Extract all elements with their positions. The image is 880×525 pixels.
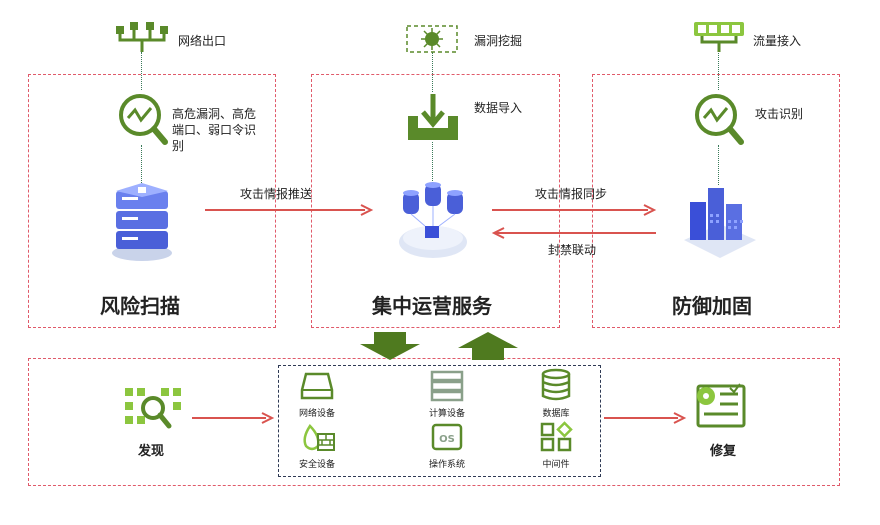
traffic-access-icon: [694, 22, 744, 52]
discover-icon: [125, 388, 181, 429]
vuln-mining-label: 漏洞挖掘: [474, 34, 523, 48]
assets-region: [278, 365, 601, 477]
os-icon: OS: [431, 423, 463, 451]
central-ops-region: [311, 74, 560, 328]
vuln-mining-icon: [406, 25, 458, 53]
asset-label-5: 中间件: [542, 460, 570, 470]
block-link-label: 封禁联动: [548, 243, 597, 257]
security-device-icon: [303, 424, 335, 451]
connector: [432, 142, 433, 185]
repair-arrow: [604, 412, 687, 424]
risk-scan-region: [28, 74, 276, 328]
attack-magnifier-icon: [695, 94, 744, 145]
asset-label-1: 计算设备: [428, 409, 465, 419]
repair-icon: [696, 383, 746, 428]
central-ops-title: 集中运营服务: [372, 294, 492, 318]
asset-label-0: 网络设备: [298, 409, 335, 419]
connector: [141, 52, 142, 90]
connector: [141, 145, 142, 185]
risk-identify-label: 高危漏洞、高危端口、弱口令识别: [172, 107, 257, 153]
middleware-icon: [540, 421, 573, 452]
data-import-label: 数据导入: [474, 101, 523, 115]
connector: [718, 145, 719, 185]
network-exit-icon: [116, 22, 168, 52]
server-stack-icon: [112, 183, 172, 261]
database-icon: [541, 368, 571, 401]
block-link-arrow: [491, 227, 656, 239]
svg-text:OS: OS: [439, 434, 455, 445]
risk-scan-title: 风险扫描: [100, 294, 180, 318]
connector: [432, 52, 433, 92]
defense-title: 防御加固: [672, 294, 752, 318]
intel-sync-label: 攻击情报同步: [535, 187, 608, 201]
intel-push-label: 攻击情报推送: [240, 187, 313, 201]
data-import-icon: [408, 94, 458, 140]
repair-label: 修复: [710, 444, 737, 459]
network-exit-label: 网络出口: [178, 34, 227, 48]
scan-magnifier-icon: [119, 94, 168, 145]
traffic-access-label: 流量接入: [753, 34, 802, 48]
discover-label: 发现: [138, 444, 165, 459]
defense-blocks-icon: [684, 188, 756, 258]
compute-device-icon: [430, 370, 464, 402]
asset-label-4: 操作系统: [428, 460, 465, 470]
bottom-region: [28, 358, 840, 486]
attack-identify-label: 攻击识别: [755, 107, 804, 121]
network-device-icon: [300, 372, 334, 400]
discover-arrow: [192, 412, 275, 424]
intel-sync-arrow: [492, 204, 657, 216]
asset-label-3: 安全设备: [298, 460, 335, 470]
cloud-database-icon: [399, 182, 467, 258]
defense-region: [592, 74, 840, 328]
asset-label-2: 数据库: [542, 409, 570, 419]
down-arrow-icon: [360, 332, 420, 360]
connector: [718, 50, 719, 90]
up-arrow-icon: [458, 332, 518, 360]
intel-push-arrow: [205, 204, 374, 216]
